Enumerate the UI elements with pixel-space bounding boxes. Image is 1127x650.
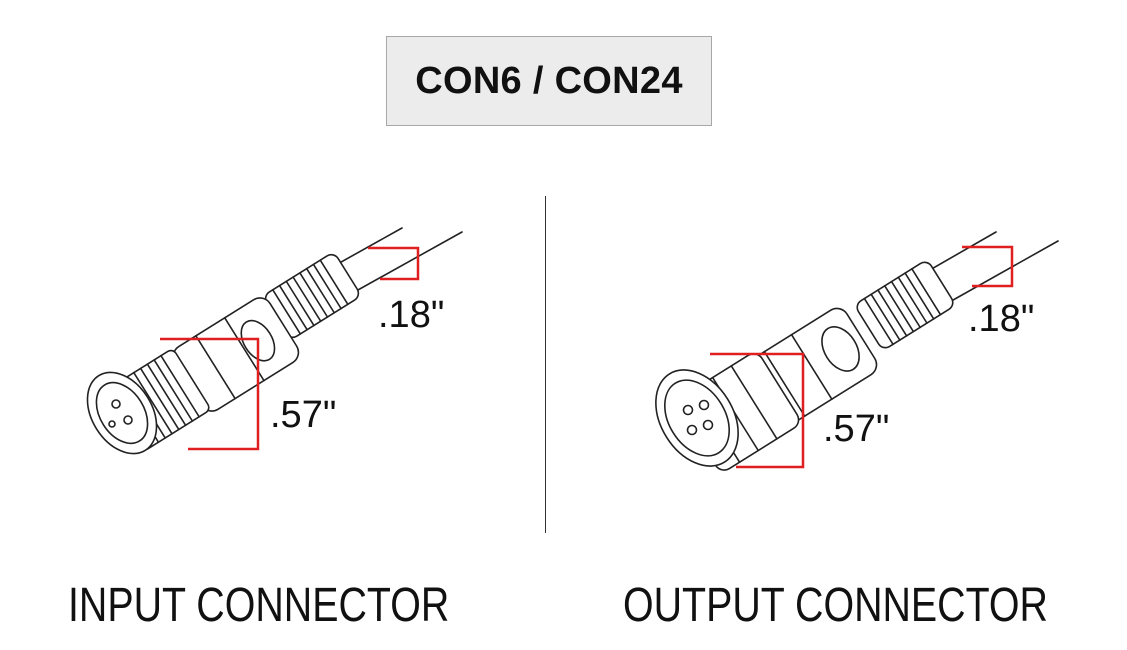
input-connector-caption: INPUT CONNECTOR — [68, 579, 450, 632]
output-dimension-lines — [710, 245, 1014, 469]
title-box: CON6 / CON24 — [386, 36, 712, 126]
page-title: CON6 / CON24 — [415, 59, 683, 102]
input-dimension-lines — [160, 246, 420, 451]
input-body-dimension-line — [160, 337, 260, 451]
output-body-dimension-line — [710, 352, 805, 469]
output-cable-dimension-label: .18" — [968, 298, 1035, 340]
output-connector-caption: OUTPUT CONNECTOR — [623, 579, 1048, 632]
input-connector-illustration — [86, 227, 463, 455]
center-divider — [545, 196, 546, 533]
output-connector-illustration — [655, 231, 1059, 471]
input-body-dimension-label: .57" — [270, 394, 337, 436]
input-cable-dimension-label: .18" — [378, 294, 445, 336]
input-back-nut — [264, 253, 360, 339]
input-cable-dimension-line — [368, 246, 420, 281]
output-back-nut — [856, 261, 954, 349]
output-sockets — [682, 399, 714, 436]
output-body-dimension-label: .57" — [823, 408, 890, 450]
output-cable-dimension-line — [962, 245, 1014, 288]
input-pins — [108, 399, 133, 428]
